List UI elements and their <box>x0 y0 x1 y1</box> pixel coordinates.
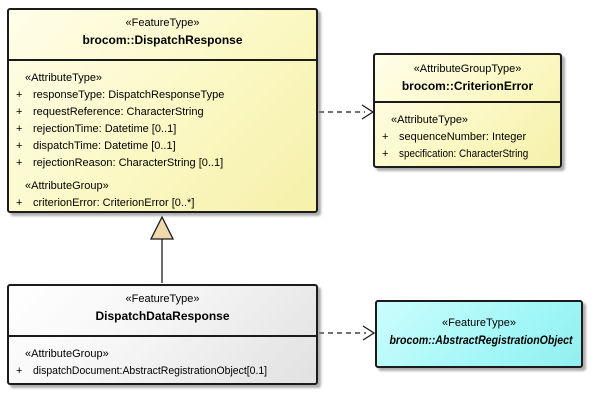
attribute-text: responseType: DispatchResponseType <box>33 89 225 101</box>
attribute-row: + dispatchTime: Datetime [0..1] <box>9 138 316 155</box>
visibility-sign: + <box>16 197 23 209</box>
visibility-sign: + <box>382 148 389 160</box>
attribute-text: sequenceNumber: Integer <box>399 131 527 143</box>
class-name: brocom::AbstractRegistrationObject <box>377 331 581 349</box>
visibility-sign: + <box>16 123 23 135</box>
class-name: brocom::CriterionError <box>401 79 534 93</box>
open-arrowhead-icon <box>361 104 375 120</box>
visibility-sign: + <box>16 365 23 377</box>
attribute-text: rejectionTime: Datetime [0..1] <box>33 123 177 135</box>
open-arrowhead-icon <box>362 325 376 341</box>
attribute-text: specification: CharacterString <box>399 148 529 160</box>
class-header: «FeatureType» DispatchDataResponse <box>9 286 316 335</box>
dependency-connector-abstract-registration-object[interactable] <box>319 325 376 341</box>
attribute-text: criterionError: CriterionError [0..*] <box>33 197 195 209</box>
attribute-row: + criterionError: CriterionError [0..*] <box>9 195 316 212</box>
attribute-row: + rejectionTime: Datetime [0..1] <box>9 121 316 138</box>
visibility-sign: + <box>382 131 389 143</box>
section-heading: «AttributeType» <box>391 114 469 126</box>
attribute-row: + rejectionReason: CharacterString [0..1… <box>9 155 316 172</box>
attribute-text: rejectionReason: CharacterString [0..1] <box>33 157 224 169</box>
attribute-row: + dispatchDocument:AbstractRegistrationO… <box>9 363 316 380</box>
class-header: «AttributeGroupType» brocom::CriterionEr… <box>375 55 560 101</box>
attribute-row: + responseType: DispatchResponseType <box>9 87 316 104</box>
attribute-text: dispatchTime: Datetime [0..1] <box>33 140 176 152</box>
class-box-abstract-registration-object[interactable]: «FeatureType» brocom::AbstractRegistrati… <box>375 300 583 368</box>
attribute-row: + specification: CharacterString <box>375 146 560 163</box>
stereotype-label: «FeatureType» <box>442 317 516 329</box>
stereotype-label: «FeatureType» <box>125 17 200 29</box>
generalization-connector[interactable] <box>149 215 175 283</box>
section-heading: «AttributeGroup» <box>25 180 109 192</box>
attribute-compartment: «AttributeType» + sequenceNumber: Intege… <box>375 101 560 163</box>
section-heading: «AttributeType» <box>25 72 103 84</box>
stereotype-label: «AttributeGroupType» <box>413 63 522 75</box>
visibility-sign: + <box>16 157 23 169</box>
attribute-text: dispatchDocument:AbstractRegistrationObj… <box>33 365 268 377</box>
class-name: DispatchDataResponse <box>95 309 230 323</box>
attribute-compartment: «AttributeGroup» + dispatchDocument:Abst… <box>9 335 316 380</box>
class-box-criterion-error[interactable]: «AttributeGroupType» brocom::CriterionEr… <box>373 53 562 168</box>
stereotype-label: «FeatureType» <box>125 293 200 305</box>
visibility-sign: + <box>16 140 23 152</box>
class-box-dispatch-response[interactable]: «FeatureType» brocom::DispatchResponse «… <box>7 8 318 213</box>
dependency-connector-criterion-error[interactable] <box>319 104 375 120</box>
class-name-text: brocom::AbstractRegistrationObject <box>389 333 573 347</box>
attribute-compartment: «AttributeType» + responseType: Dispatch… <box>9 59 316 212</box>
visibility-sign: + <box>16 106 23 118</box>
class-name: brocom::DispatchResponse <box>82 33 243 47</box>
attribute-row: + sequenceNumber: Integer <box>375 129 560 146</box>
attribute-text: requestReference: CharacterString <box>33 106 204 118</box>
generalization-triangle-icon <box>149 215 175 240</box>
class-box-dispatch-data-response[interactable]: «FeatureType» DispatchDataResponse «Attr… <box>7 284 318 385</box>
attribute-row: + requestReference: CharacterString <box>9 104 316 121</box>
class-header: «FeatureType» brocom::DispatchResponse <box>9 10 316 59</box>
visibility-sign: + <box>16 89 23 101</box>
section-heading: «AttributeGroup» <box>25 348 109 360</box>
